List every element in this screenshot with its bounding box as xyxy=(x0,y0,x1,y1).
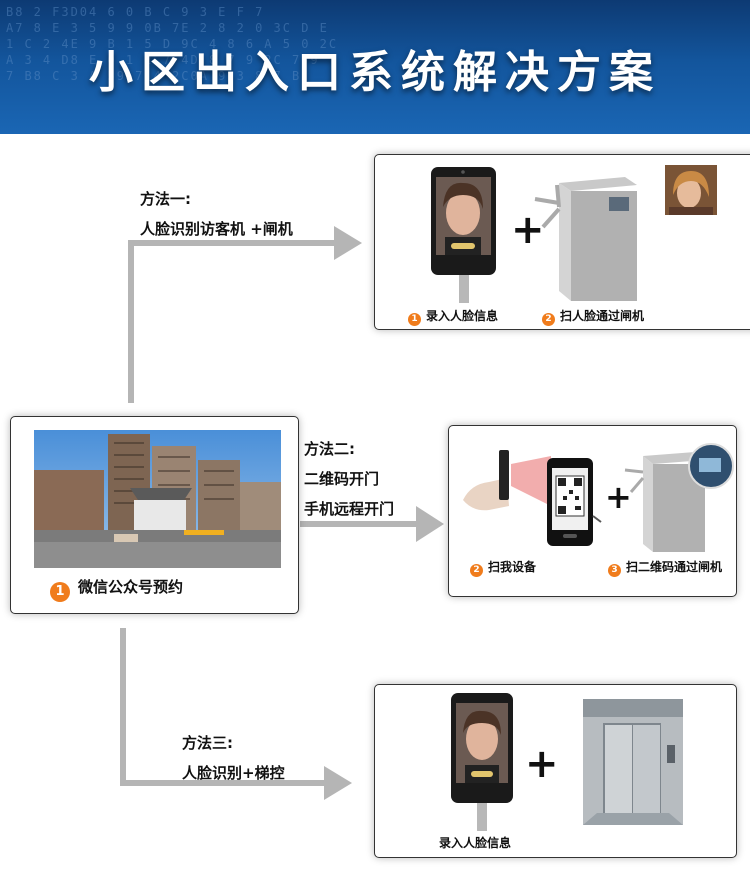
arrow3-vertical xyxy=(120,628,126,786)
method3-title: 方法三: xyxy=(182,734,233,752)
method1-desc: 人脸识别访客机 +闸机 xyxy=(140,220,293,238)
method3-illustration: + xyxy=(451,693,683,831)
face-photo-icon xyxy=(665,165,717,215)
arrow2-head xyxy=(416,506,444,542)
arrow3-horizontal xyxy=(120,780,326,786)
method2-title: 方法二: xyxy=(304,440,355,458)
phone-scan-icon xyxy=(463,450,551,511)
face-terminal-icon xyxy=(451,693,513,831)
method3-desc: 人脸识别+梯控 xyxy=(182,764,285,782)
turnstile-qr-gate-icon xyxy=(624,443,734,552)
step-number-badge: 2 xyxy=(542,313,555,326)
header-banner: B8 2 F3D04 6 0 B C 9 3 E F 7 A7 8 E 3 5 … xyxy=(0,0,750,134)
method2-desc2: 手机远程开门 xyxy=(304,500,395,518)
plus-sign: + xyxy=(525,741,559,787)
step-number-badge: 1 xyxy=(408,313,421,326)
arrow2-horizontal xyxy=(300,521,417,527)
step-number-badge: 3 xyxy=(608,564,621,577)
arrow1-vertical xyxy=(128,240,134,403)
method1-illustration: + xyxy=(431,165,717,303)
plus-sign: + xyxy=(511,207,545,253)
step-number-badge: 2 xyxy=(470,564,483,577)
arrow3-head xyxy=(324,766,352,800)
step-number-badge: 1 xyxy=(50,582,70,602)
method2-desc1: 二维码开门 xyxy=(304,470,380,488)
community-photo xyxy=(34,430,281,568)
arrow1-horizontal xyxy=(128,240,336,246)
arrow1-head xyxy=(334,226,362,260)
method2-illustration: + xyxy=(463,443,734,552)
method1-title: 方法一: xyxy=(140,190,191,208)
turnstile-gate-icon xyxy=(534,177,637,301)
code-background: B8 2 F3D04 6 0 B C 9 3 E F 7 A7 8 E 3 5 … xyxy=(6,5,339,83)
face-terminal-icon xyxy=(431,167,496,303)
page-title: 小区出入口系统解决方案 xyxy=(89,47,661,98)
qr-terminal-icon xyxy=(547,458,602,546)
elevator-icon xyxy=(583,699,683,825)
plus-sign: + xyxy=(605,478,632,516)
method3-step1: 录入人脸信息 xyxy=(439,836,512,850)
